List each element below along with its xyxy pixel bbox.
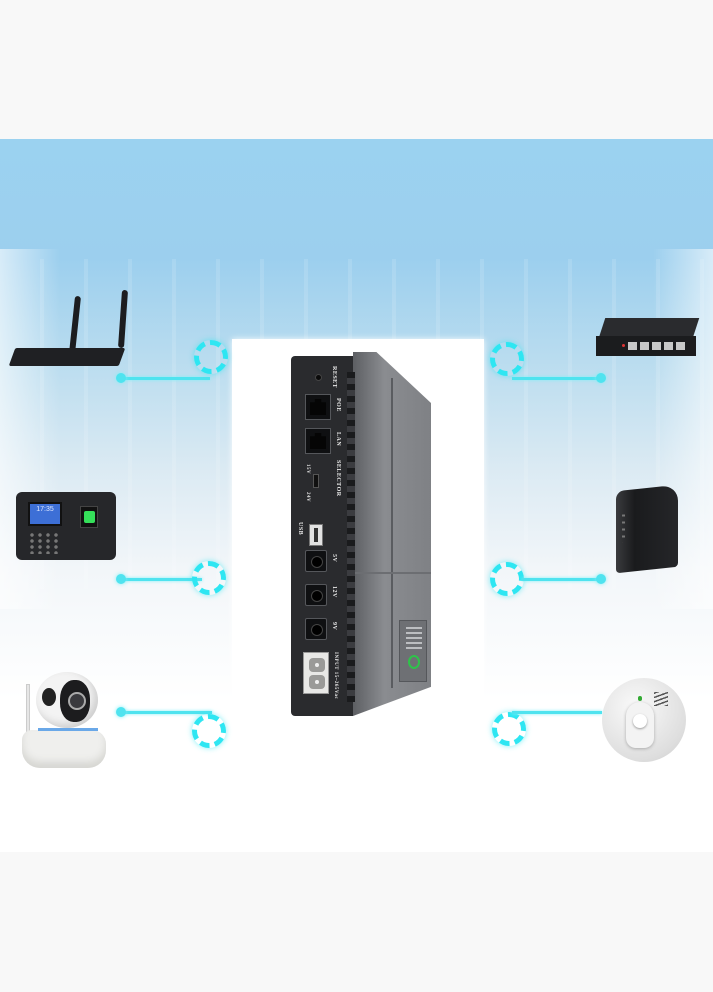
poe-switch-image (596, 318, 700, 362)
router-body (8, 348, 126, 366)
smoke-test-button (626, 702, 654, 748)
reset-button (315, 374, 322, 381)
poe-label: POE (335, 398, 341, 412)
reset-label: RESET (331, 366, 337, 389)
router-antenna-icon (117, 289, 129, 349)
led-indicators (406, 627, 422, 649)
lan-label: LAN (335, 432, 341, 447)
ac-socket-slot (309, 658, 325, 672)
ac-input-socket (303, 652, 329, 694)
selector-label: SELECTOR (335, 460, 341, 497)
router-antenna-icon (68, 295, 82, 355)
connector-ring-camera (192, 714, 226, 748)
dc-5v-port (305, 550, 327, 572)
usb-port (309, 524, 323, 546)
camera-base (22, 730, 106, 768)
power-icon (408, 655, 420, 669)
camera-lens-icon (60, 680, 90, 722)
switch-ports (622, 342, 688, 350)
camera-blue-ring (38, 728, 98, 731)
connector-line-fingerprint (120, 578, 202, 581)
ip-camera-image (18, 666, 106, 770)
ups-vent-grooves (347, 372, 355, 702)
camera-sensor-icon (42, 688, 56, 706)
input-label: INPUT 15~265Vac (333, 652, 338, 700)
smoke-led (638, 696, 642, 701)
switch-top (598, 318, 700, 338)
connector-dot-switch (596, 373, 606, 383)
selector-15v-label: 15V (305, 464, 310, 475)
connector-ring-switch (490, 342, 524, 376)
fingerprint-sensor-icon (80, 506, 98, 528)
connector-line-modem (522, 578, 602, 581)
connector-ring-router (194, 340, 228, 374)
connector-ring-fingerprint (192, 561, 226, 595)
dc-5v-label: 5V (331, 554, 337, 563)
connector-line-router (120, 377, 210, 380)
lan-port (305, 428, 331, 454)
dc-9v-port (305, 618, 327, 640)
ups-side-seam-h (353, 572, 431, 574)
modem-leds (622, 514, 625, 543)
connector-line-camera (120, 711, 212, 714)
led-status-panel (399, 620, 427, 682)
connector-dot-router (116, 373, 126, 383)
connector-ring-modem (490, 562, 524, 596)
modem-image (616, 484, 678, 574)
keypad (28, 532, 62, 554)
voltage-selector-switch (313, 474, 319, 488)
connector-dot-fingerprint (116, 574, 126, 584)
dc-12v-port (305, 584, 327, 606)
connector-ring-smoke (492, 712, 526, 746)
smoke-vents (654, 692, 668, 706)
smoke-detector-image (602, 678, 686, 762)
mini-ups-device: RESET POE LAN SELECTOR 15V 24V USB 5V 12… (291, 352, 433, 718)
ups-front-panel: RESET POE LAN SELECTOR 15V 24V USB 5V 12… (291, 356, 353, 716)
ups-side-seam (391, 378, 393, 688)
connector-line-switch (512, 377, 602, 380)
dc-12v-label: 12V (331, 586, 337, 598)
attendance-screen: 17:35 (28, 502, 62, 526)
camera-antenna-icon (26, 684, 30, 734)
poe-port (305, 394, 331, 420)
dc-9v-label: 9V (331, 622, 337, 631)
fingerprint-attendance-image: 17:35 (16, 492, 116, 560)
wifi-router-image (8, 289, 129, 380)
selector-24v-label: 24V (305, 492, 310, 503)
ac-socket-slot (309, 675, 325, 689)
connector-dot-modem (596, 574, 606, 584)
connector-dot-camera (116, 707, 126, 717)
usb-label: USB (297, 522, 303, 536)
connector-line-smoke (512, 711, 602, 714)
